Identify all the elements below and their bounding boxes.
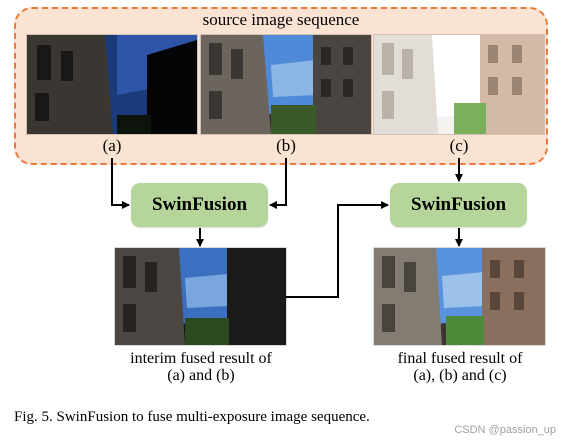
final-caption: final fused result of (a), (b) and (c) xyxy=(360,350,560,384)
group-title: source image sequence xyxy=(202,10,360,29)
input-image-b xyxy=(201,35,371,134)
input-label-a: (a) xyxy=(102,136,122,155)
input-label-b: (b) xyxy=(276,136,296,155)
final-caption-line2: (a), (b) and (c) xyxy=(413,367,507,384)
swinfusion-block-2: SwinFusion xyxy=(390,183,527,227)
arrow-a-to-fusion1 xyxy=(111,158,130,209)
arrow-b-to-fusion1 xyxy=(269,158,287,209)
final-caption-line1: final fused result of xyxy=(397,350,523,367)
swinfusion-block-1: SwinFusion xyxy=(131,183,268,227)
interim-fused-image xyxy=(115,248,286,345)
input-image-c xyxy=(374,35,544,134)
arrow-interim-to-fusion2 xyxy=(286,201,389,298)
watermark: CSDN @passion_up xyxy=(454,424,556,436)
interim-caption: interim fused result of (a) and (b) xyxy=(101,350,301,384)
input-image-a xyxy=(27,35,197,134)
input-label-c: (c) xyxy=(449,136,469,155)
interim-caption-line2: (a) and (b) xyxy=(167,367,235,384)
interim-caption-line1: interim fused result of xyxy=(130,350,272,367)
figure-caption: Fig. 5. SwinFusion to fuse multi-exposur… xyxy=(14,409,370,425)
final-fused-image xyxy=(374,248,545,345)
